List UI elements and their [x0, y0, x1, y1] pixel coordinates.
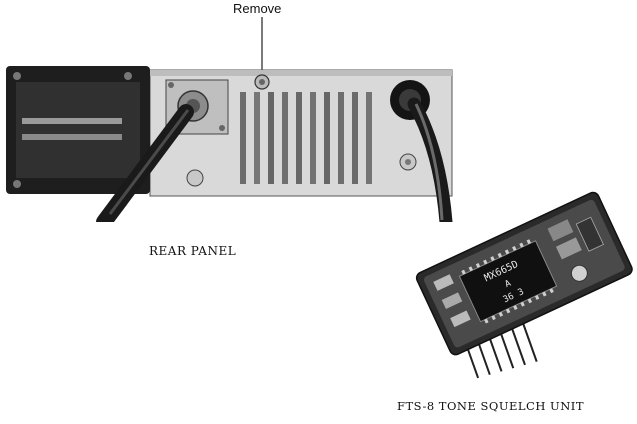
smd-component-4 — [433, 274, 454, 291]
smd-component-6 — [450, 310, 471, 328]
rear-panel-caption: REAR PANEL — [149, 244, 237, 258]
plate-screw-tl — [168, 82, 174, 88]
tone-decoder-chip — [458, 240, 558, 323]
connector-screw-tl — [13, 72, 21, 80]
trimmer-capacitor — [570, 264, 588, 282]
smd-component-5 — [441, 292, 463, 310]
smd-component-1 — [547, 219, 574, 242]
connector-slot-lower — [22, 134, 122, 140]
smd-component-3 — [575, 216, 604, 252]
power-cable-highlight — [414, 103, 444, 221]
heatsink-fins — [240, 92, 372, 184]
chip-marking-2: A — [504, 279, 514, 291]
chip-leads — [461, 239, 554, 324]
connector-screw-tr — [124, 72, 132, 80]
smd-component-2 — [555, 237, 582, 260]
chassis-top-edge — [150, 70, 452, 76]
connector-screw-bl — [13, 180, 21, 188]
connector-slot-upper — [22, 118, 122, 124]
tone-squelch-unit-caption: FTS-8 TONE SQUELCH UNIT — [397, 399, 584, 413]
plate-screw-br — [219, 125, 225, 131]
remove-screw-center — [259, 79, 265, 85]
chassis-screw-bl — [186, 169, 204, 187]
antenna-cable-highlight — [108, 109, 190, 215]
connector-face — [16, 82, 140, 178]
remove-label: Remove — [233, 1, 282, 16]
